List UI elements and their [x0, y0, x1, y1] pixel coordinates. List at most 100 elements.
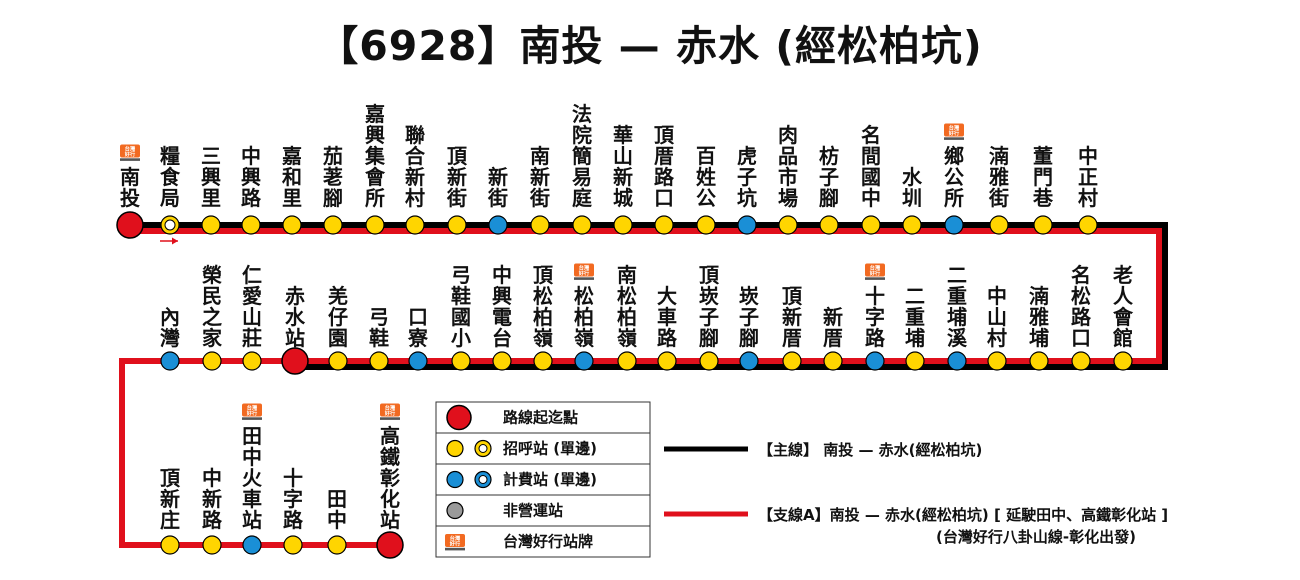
terminal-marker: [376, 531, 404, 559]
station-row1-14[interactable]: 頂厝路口: [654, 123, 675, 235]
station-row2-19[interactable]: 二重埔: [905, 284, 925, 371]
request-stop-marker: [989, 215, 1009, 235]
station-name: 名松路口: [1071, 263, 1092, 350]
station-name: 嘉和里: [281, 144, 302, 210]
station-row1-18[interactable]: 枋子腳: [819, 144, 839, 235]
station-name: 湳雅埔: [1029, 284, 1049, 350]
station-row2-15[interactable]: 崁子腳: [739, 284, 759, 371]
station-name: 鄉公所: [944, 144, 964, 210]
station-name: 內灣: [160, 305, 180, 350]
request-stop-marker: [699, 351, 719, 371]
station-row2-13[interactable]: 大車路: [657, 284, 678, 371]
station-row1-22[interactable]: 湳雅街: [988, 144, 1009, 235]
station-row1-23[interactable]: 董門巷: [1032, 144, 1054, 235]
station-row2-10[interactable]: 頂松柏嶺: [532, 263, 554, 371]
fare-stage-marker: [944, 215, 964, 235]
station-row2-21[interactable]: 中山村: [987, 284, 1007, 371]
legend-label: 招呼站 (單邊): [503, 440, 597, 458]
station-row2-8[interactable]: 弓鞋國小: [451, 263, 471, 371]
station-row1-3[interactable]: 三興里: [201, 144, 221, 235]
request-stop-marker: [242, 351, 262, 371]
sign-text-top: 台灣: [125, 145, 136, 153]
station-row2-12[interactable]: 南松柏嶺: [616, 263, 637, 371]
station-row1-24[interactable]: 中正村: [1078, 144, 1098, 235]
station-name: 弓鞋: [369, 305, 389, 350]
request-stop-marker: [160, 535, 180, 555]
station-name: 南新街: [529, 144, 550, 210]
station-row2-16[interactable]: 頂新厝: [782, 284, 803, 371]
station-row1-5[interactable]: 嘉和里: [281, 144, 302, 235]
station-row2-14[interactable]: 頂崁子腳: [699, 263, 720, 371]
station-row3-1[interactable]: 頂新庄: [160, 466, 181, 555]
stations: 南投台灣好行糧食局三興里中興路嘉和里茄荖腳嘉興集會所聯合新村頂新街新街南新街 法院…: [116, 102, 1134, 559]
taiwan-tourist-shuttle-sign-icon: 台灣好行: [944, 123, 964, 140]
sign-text-top: 台灣: [247, 404, 258, 412]
taiwan-tourist-shuttle-sign-icon: 台灣好行: [380, 403, 400, 420]
station-row2-20[interactable]: 二重埔溪: [947, 263, 968, 371]
station-row1-11[interactable]: 南新街: [529, 144, 550, 235]
station-row1-2[interactable]: 糧食局: [159, 144, 181, 235]
sign-text-bottom: 好行: [869, 269, 881, 277]
station-row2-24[interactable]: 老人會館: [1113, 263, 1134, 371]
station-name: 董門巷: [1032, 144, 1054, 210]
fare-stage-marker: [488, 215, 508, 235]
station-row1-16[interactable]: 虎子坑: [737, 144, 757, 235]
station-row1-4[interactable]: 中興路: [241, 144, 262, 235]
request-stop-marker: [530, 215, 550, 235]
station-row1-17[interactable]: 肉品市場: [778, 123, 798, 235]
station-row1-10[interactable]: 新街: [487, 165, 508, 235]
station-row1-9[interactable]: 頂新街: [446, 144, 468, 235]
request-stop-marker: [987, 351, 1007, 371]
station-row1-13[interactable]: 華山新城: [613, 123, 633, 235]
request-stop-marker: [447, 215, 467, 235]
station-name: 三興里: [201, 144, 221, 210]
station-row1-12[interactable]: 法院簡易庭: [572, 102, 592, 235]
station-row2-7[interactable]: 口寮: [407, 305, 429, 371]
station-row2-22[interactable]: 湳雅埔: [1029, 284, 1049, 371]
station-row2-3[interactable]: 仁愛山莊: [242, 263, 262, 371]
station-row1-15[interactable]: 百姓公: [696, 144, 716, 235]
station-row2-1[interactable]: 內灣: [160, 305, 180, 371]
request-stop-marker: [405, 215, 425, 235]
station-row2-4[interactable]: 赤水站: [281, 284, 309, 375]
sign-text-top: 台灣: [949, 124, 960, 132]
station-name: 頂新街: [446, 144, 468, 210]
station-row1-8[interactable]: 聯合新村: [405, 123, 426, 235]
request-stop-marker: [823, 351, 843, 371]
station-name: 茄荖腳: [322, 144, 343, 210]
station-row1-6[interactable]: 茄荖腳: [322, 144, 343, 235]
legend-item-fare: 計費站 (單邊): [446, 471, 597, 489]
station-row1-19[interactable]: 名間國中: [861, 123, 881, 235]
request-stop-marker: [1113, 351, 1133, 371]
fare-stage-marker: [865, 351, 885, 371]
station-row2-23[interactable]: 名松路口: [1071, 263, 1092, 371]
sign-text-top: 台灣: [870, 264, 881, 272]
request-stop-marker: [533, 351, 553, 371]
station-row3-2[interactable]: 中新路: [202, 466, 223, 555]
station-row3-4[interactable]: 十字路: [283, 466, 304, 555]
station-name: 湳雅街: [988, 144, 1009, 210]
branch-line-note: (台灣好行八卦山線-彰化出發): [936, 528, 1136, 546]
station-row3-5[interactable]: 田中: [327, 487, 347, 555]
station-row2-9[interactable]: 中興電台: [492, 263, 512, 371]
request-stop-marker: [617, 351, 637, 371]
station-row2-5[interactable]: 羌仔園: [328, 284, 348, 371]
request-stop-marker: [1071, 351, 1091, 371]
request-stop-marker: [283, 535, 303, 555]
station-row2-17[interactable]: 新厝: [823, 305, 843, 371]
sign-text-top: 台灣: [579, 264, 590, 272]
legend-item-inactive: 非營運站: [446, 502, 563, 520]
station-name: 中興電台: [492, 263, 512, 350]
station-row1-20[interactable]: 水圳: [902, 165, 923, 235]
station-row1-7[interactable]: 嘉興集會所: [364, 102, 386, 235]
station-row2-2[interactable]: 榮民之家: [202, 263, 223, 371]
station-row2-6[interactable]: 弓鞋: [369, 305, 389, 371]
legend-label: 非營運站: [503, 502, 563, 520]
